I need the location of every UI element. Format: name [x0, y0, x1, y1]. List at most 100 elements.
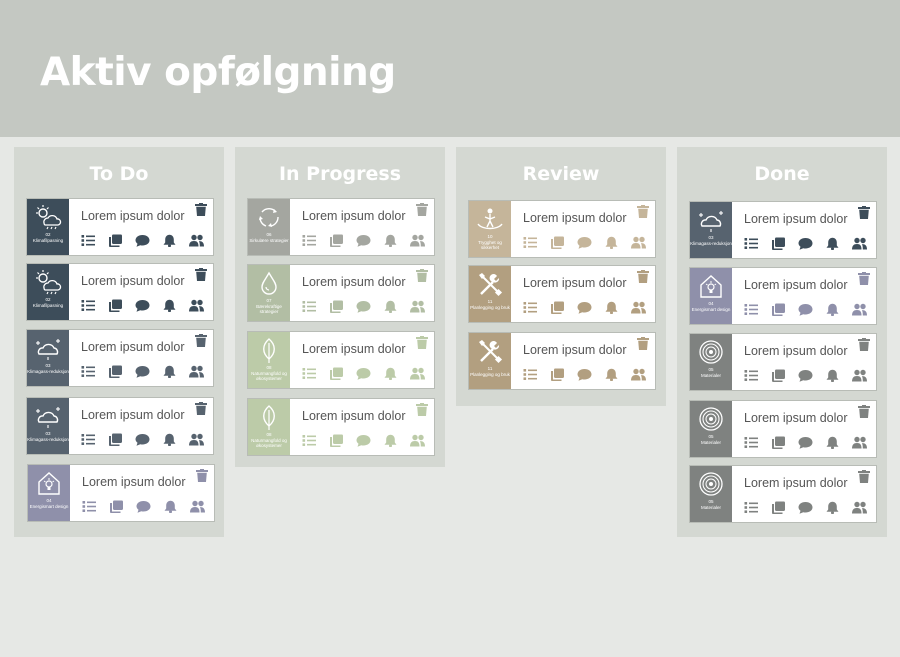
trash-icon[interactable]: [858, 206, 870, 219]
trash-icon[interactable]: [416, 203, 428, 216]
checklist-icon[interactable]: [81, 299, 96, 312]
checklist-icon[interactable]: [302, 367, 317, 380]
checklist-icon[interactable]: [523, 236, 538, 249]
copy-icon[interactable]: [109, 500, 124, 513]
trash-icon[interactable]: [196, 469, 208, 482]
people-icon[interactable]: [410, 434, 425, 447]
trash-icon[interactable]: [416, 336, 428, 349]
bell-icon[interactable]: [825, 303, 840, 316]
trash-icon[interactable]: [858, 338, 870, 351]
people-icon[interactable]: [190, 500, 205, 513]
people-icon[interactable]: [852, 436, 867, 449]
bell-icon[interactable]: [825, 237, 840, 250]
bell-icon[interactable]: [163, 500, 178, 513]
people-icon[interactable]: [631, 301, 646, 314]
comment-icon[interactable]: [356, 234, 371, 247]
people-icon[interactable]: [410, 367, 425, 380]
copy-icon[interactable]: [329, 300, 344, 313]
comment-icon[interactable]: [135, 365, 150, 378]
comment-icon[interactable]: [577, 368, 592, 381]
bell-icon[interactable]: [825, 436, 840, 449]
trash-icon[interactable]: [195, 334, 207, 347]
copy-icon[interactable]: [550, 301, 565, 314]
comment-icon[interactable]: [135, 299, 150, 312]
bell-icon[interactable]: [383, 300, 398, 313]
checklist-icon[interactable]: [744, 237, 759, 250]
trash-icon[interactable]: [858, 272, 870, 285]
comment-icon[interactable]: [356, 434, 371, 447]
copy-icon[interactable]: [771, 303, 786, 316]
bell-icon[interactable]: [383, 434, 398, 447]
bell-icon[interactable]: [825, 369, 840, 382]
copy-icon[interactable]: [550, 368, 565, 381]
people-icon[interactable]: [410, 300, 425, 313]
trash-icon[interactable]: [858, 405, 870, 418]
comment-icon[interactable]: [577, 236, 592, 249]
trash-icon[interactable]: [637, 270, 649, 283]
checklist-icon[interactable]: [81, 234, 96, 247]
checklist-icon[interactable]: [302, 234, 317, 247]
people-icon[interactable]: [189, 433, 204, 446]
bell-icon[interactable]: [162, 299, 177, 312]
bell-icon[interactable]: [383, 234, 398, 247]
people-icon[interactable]: [410, 234, 425, 247]
people-icon[interactable]: [852, 369, 867, 382]
copy-icon[interactable]: [108, 234, 123, 247]
comment-icon[interactable]: [798, 303, 813, 316]
trash-icon[interactable]: [416, 403, 428, 416]
comment-icon[interactable]: [135, 234, 150, 247]
people-icon[interactable]: [852, 501, 867, 514]
people-icon[interactable]: [631, 236, 646, 249]
trash-icon[interactable]: [195, 268, 207, 281]
copy-icon[interactable]: [108, 433, 123, 446]
comment-icon[interactable]: [798, 501, 813, 514]
copy-icon[interactable]: [329, 367, 344, 380]
people-icon[interactable]: [852, 303, 867, 316]
copy-icon[interactable]: [108, 299, 123, 312]
checklist-icon[interactable]: [302, 434, 317, 447]
checklist-icon[interactable]: [744, 369, 759, 382]
trash-icon[interactable]: [195, 203, 207, 216]
checklist-icon[interactable]: [523, 368, 538, 381]
comment-icon[interactable]: [136, 500, 151, 513]
trash-icon[interactable]: [637, 337, 649, 350]
comment-icon[interactable]: [798, 369, 813, 382]
copy-icon[interactable]: [771, 501, 786, 514]
comment-icon[interactable]: [356, 300, 371, 313]
copy-icon[interactable]: [329, 434, 344, 447]
checklist-icon[interactable]: [81, 433, 96, 446]
comment-icon[interactable]: [135, 433, 150, 446]
copy-icon[interactable]: [771, 369, 786, 382]
bell-icon[interactable]: [825, 501, 840, 514]
comment-icon[interactable]: [798, 436, 813, 449]
bell-icon[interactable]: [162, 433, 177, 446]
copy-icon[interactable]: [329, 234, 344, 247]
checklist-icon[interactable]: [744, 436, 759, 449]
comment-icon[interactable]: [577, 301, 592, 314]
checklist-icon[interactable]: [523, 301, 538, 314]
bell-icon[interactable]: [383, 367, 398, 380]
people-icon[interactable]: [189, 234, 204, 247]
bell-icon[interactable]: [604, 236, 619, 249]
trash-icon[interactable]: [416, 269, 428, 282]
copy-icon[interactable]: [771, 237, 786, 250]
bell-icon[interactable]: [162, 365, 177, 378]
trash-icon[interactable]: [195, 402, 207, 415]
trash-icon[interactable]: [637, 205, 649, 218]
